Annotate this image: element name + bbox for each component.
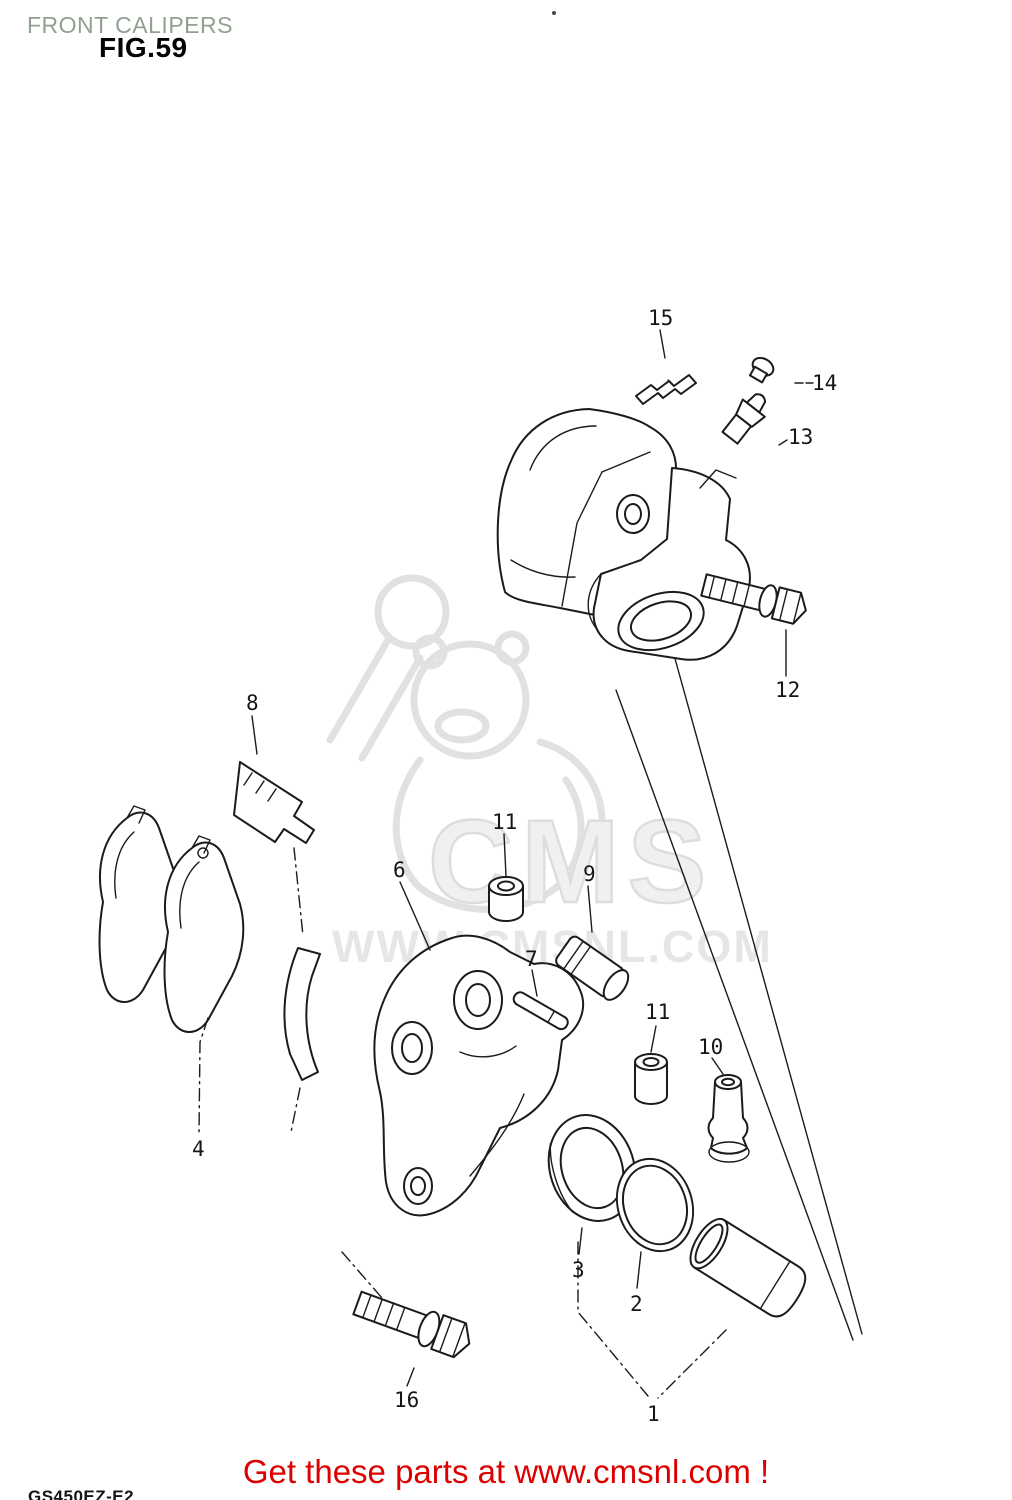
model-code: GS450EZ-E2	[28, 1487, 135, 1500]
part-label-7: 7	[525, 947, 538, 971]
part-label-3: 3	[572, 1258, 585, 1282]
mount-bolt-lower-drawing	[352, 1290, 471, 1359]
part-labels: 15 14 13 12 8 11 9 6 7 11 10 4 3 2 16 1	[192, 306, 837, 1426]
part-label-14: 14	[812, 371, 837, 395]
piston-boot-drawing	[707, 1074, 750, 1163]
bleeder-valve-drawing	[721, 393, 767, 445]
part-label-12: 12	[775, 678, 800, 702]
bushing-lower-drawing	[634, 1053, 668, 1105]
anti-rattle-spring-drawing	[233, 761, 315, 844]
part-label-6: 6	[393, 858, 406, 882]
pad-spring-drawing	[635, 374, 697, 405]
part-label-10: 10	[698, 1035, 723, 1059]
caliper-axle-drawing	[555, 935, 630, 1001]
bleeder-cap-drawing	[748, 356, 775, 384]
bushing-upper-drawing	[488, 876, 524, 922]
figure-number: FIG.59	[99, 32, 188, 63]
scan-speck	[552, 11, 556, 15]
promo-link[interactable]: Get these parts at www.cmsnl.com !	[242, 1453, 770, 1490]
part-label-9: 9	[583, 862, 596, 886]
piston-seal-drawing	[547, 1114, 637, 1222]
watermark-mascot-head	[410, 640, 530, 760]
dust-ring-drawing	[615, 1157, 695, 1253]
part-label-8: 8	[246, 691, 259, 715]
part-label-13: 13	[788, 425, 813, 449]
watermark: CMS WWW.CMSNL.COM	[326, 574, 771, 972]
pad-shim-drawing	[283, 947, 321, 1081]
part-label-15: 15	[648, 306, 673, 330]
leader-lines	[198, 329, 814, 1399]
piston-drawing	[689, 1217, 807, 1318]
brake-pads-drawing	[98, 805, 245, 1033]
part-label-16: 16	[394, 1388, 419, 1412]
part-label-2: 2	[630, 1292, 643, 1316]
pad-pin-drawing	[512, 991, 569, 1031]
part-label-11-lower: 11	[645, 1000, 670, 1024]
part-label-1: 1	[647, 1402, 660, 1426]
page-title: FRONT CALIPERS	[27, 12, 233, 38]
caliper-assembly-drawing	[496, 408, 751, 661]
mount-bolt-upper-drawing	[700, 573, 807, 625]
watermark-brand: CMS	[428, 796, 714, 928]
watermark-wrench-icon	[374, 574, 450, 650]
part-label-11-upper: 11	[492, 810, 517, 834]
part-label-4: 4	[192, 1137, 205, 1161]
reference-wedge-lines	[615, 654, 863, 1341]
